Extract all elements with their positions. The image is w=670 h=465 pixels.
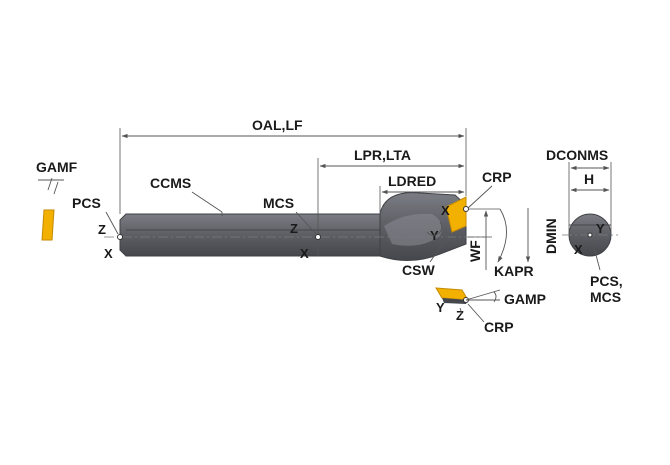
gamf-callout: GAMF [36,159,78,241]
ldred-label: LDRED [388,173,436,189]
mcs-z-axis: Z [290,221,298,236]
cutting-insert [445,196,467,233]
pcs-x-axis: X [104,246,113,261]
crp-bottom-label: CRP [484,319,514,335]
wf-dimension: WF [467,208,500,270]
wf-label: WF [467,240,483,262]
dconms-dimension: DCONMS H [546,147,612,235]
end-pcs-mcs-callout: PCS, MCS [590,239,623,305]
dmin-label: DMIN [543,218,559,254]
h-label: H [584,171,594,187]
dmin-dimension: DMIN [525,208,559,263]
gamp-z-axis: Z [456,308,464,323]
crp-top-label: CRP [482,169,512,185]
gamf-insert [41,209,55,241]
gamp-insert [435,287,469,301]
end-y-axis: Y [596,221,605,236]
tool-side-view [104,192,485,261]
gamp-y-axis: Y [436,300,445,315]
crp-axes: X Y [426,203,450,243]
end-view: Y X [562,213,618,257]
chip-flute [384,213,442,246]
mcs-label: MCS [263,195,294,211]
pcs-mcs-label-line1: PCS, [590,273,623,289]
gamp-label: GAMP [504,291,546,307]
csw-label: CSW [402,262,435,278]
lpr-lta-label: LPR,LTA [354,147,411,163]
mcs-x-axis: X [300,246,309,261]
gamp-view: GAMP Y Z CRP [435,287,546,335]
pcs-callout: PCS Z X [72,195,123,261]
kapr-label: KAPR [494,263,534,279]
dconms-label: DCONMS [546,147,608,163]
gamf-label: GAMF [36,159,78,175]
crp-top-callout: CRP [463,169,512,212]
pcs-label: PCS [72,195,101,211]
tool-shank [119,213,381,257]
pcs-mcs-label-line2: MCS [590,289,621,305]
ccms-callout: CCMS [150,175,223,216]
end-x-axis: X [574,242,583,257]
crp-x-axis: X [441,203,450,218]
oal-lf-label: OAL,LF [252,117,303,133]
ccms-label: CCMS [150,175,191,191]
mcs-callout: MCS Z X [263,195,321,261]
kapr-callout: KAPR [494,208,534,279]
pcs-z-axis: Z [98,222,106,237]
csw-callout: CSW [402,235,449,278]
oal-dimension: OAL,LF [119,117,467,214]
ldred-dimension: LDRED [379,173,465,214]
